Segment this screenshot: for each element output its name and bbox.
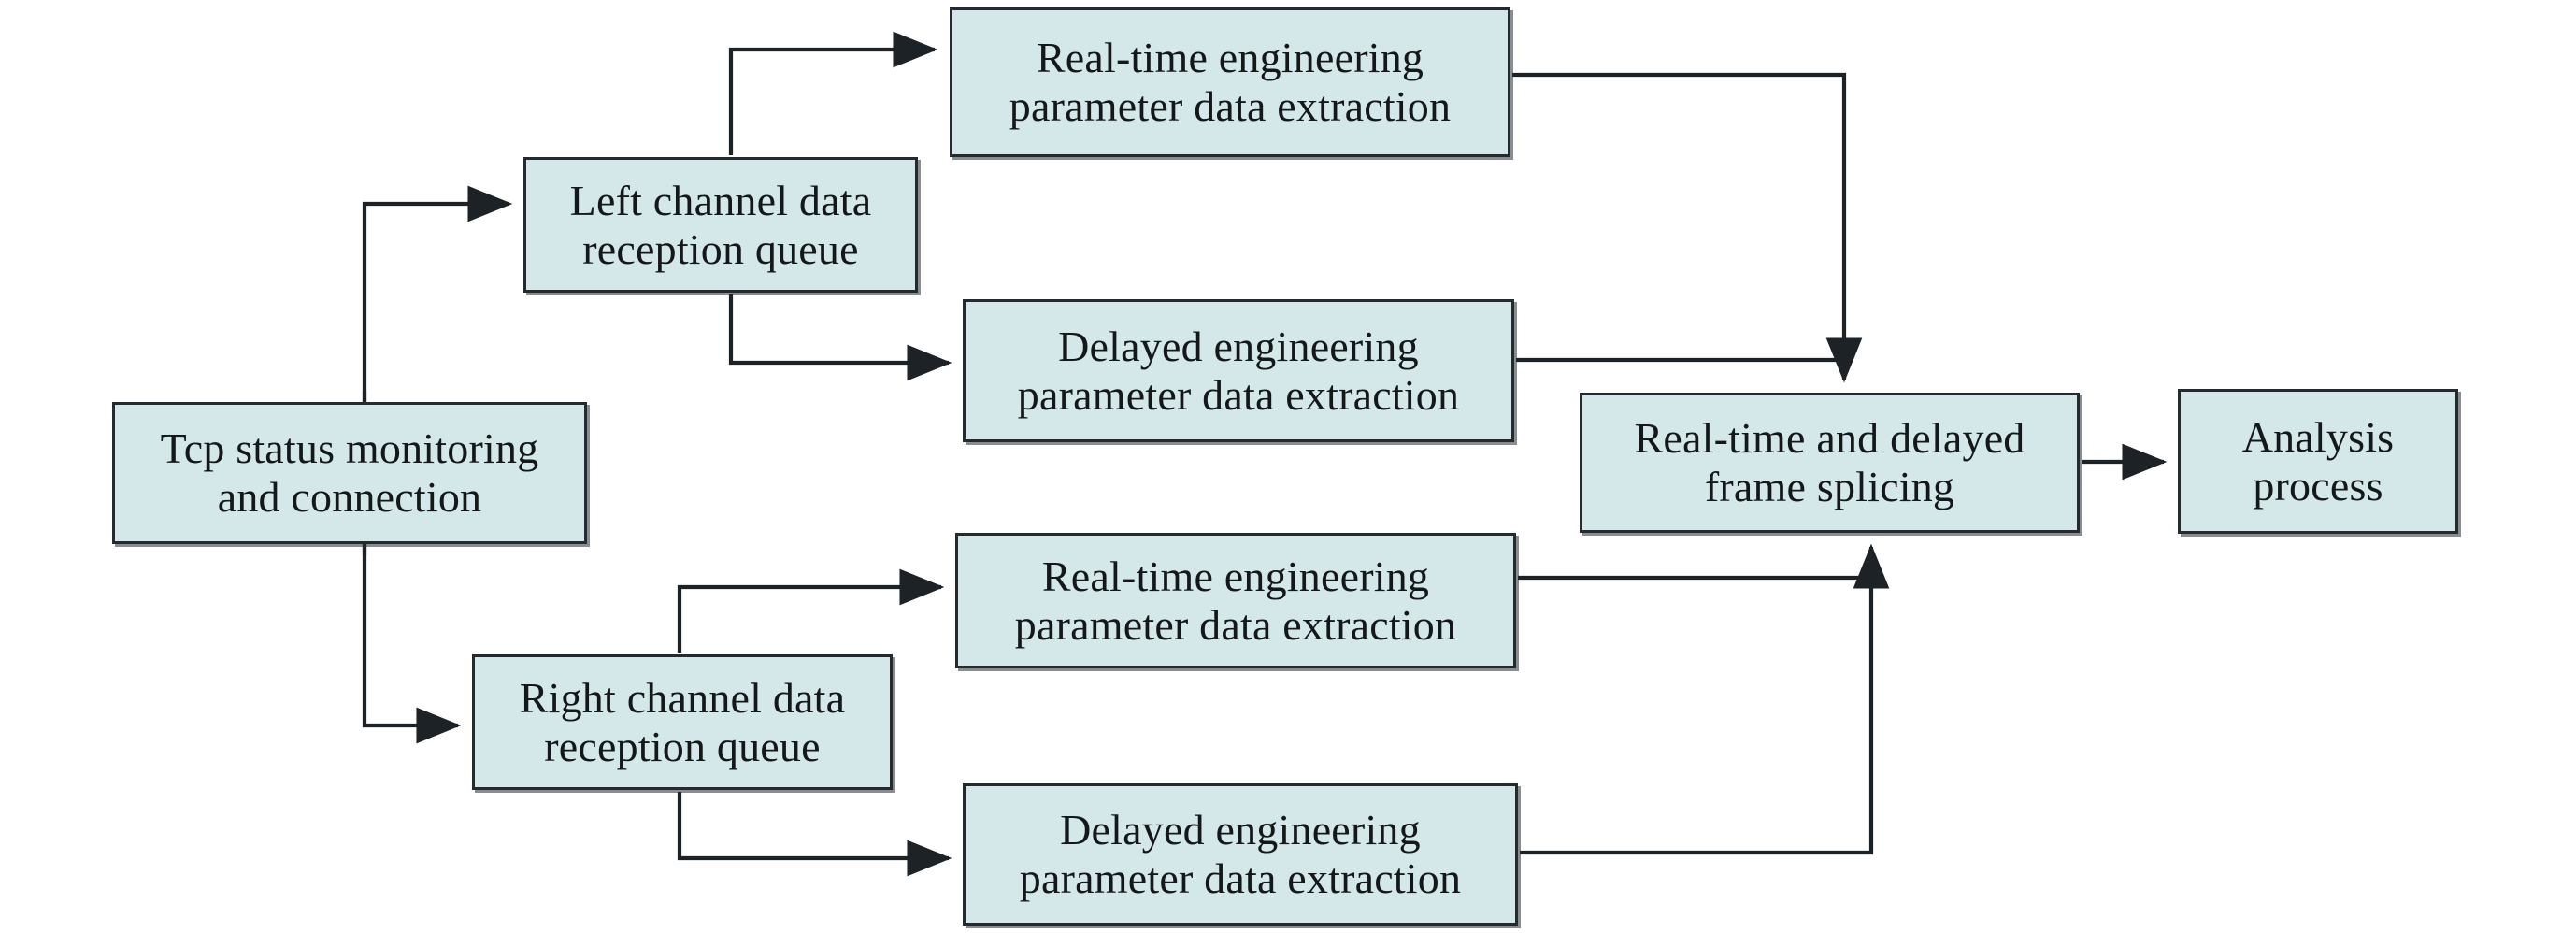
- node-left-realtime-extraction[interactable]: Real-time engineering parameter data ext…: [950, 7, 1510, 157]
- edge-tcp-to-right-queue: [362, 542, 462, 744]
- edge-right-queue-to-delayed: [677, 792, 952, 877]
- node-left-channel-queue[interactable]: Left channel data reception queue: [523, 157, 918, 293]
- edge-right-realtime-to-splicing: [1518, 543, 1890, 589]
- node-right-delayed-extraction-label: Delayed engineering parameter data extra…: [1019, 806, 1462, 902]
- node-right-realtime-extraction-label: Real-time engineering parameter data ext…: [1014, 552, 1457, 649]
- edge-tcp-to-left-queue: [362, 185, 513, 404]
- node-tcp-status-label: Tcp status monitoring and connection: [160, 424, 539, 521]
- edge-left-queue-to-delayed: [728, 294, 952, 381]
- node-analysis-process[interactable]: Analysis process: [2178, 389, 2458, 534]
- node-right-channel-queue-label: Right channel data reception queue: [519, 673, 846, 770]
- edge-left-realtime-to-splicing: [1512, 72, 1863, 383]
- node-left-channel-queue-label: Left channel data reception queue: [569, 176, 872, 273]
- edge-left-queue-to-realtime: [728, 31, 938, 155]
- edge-right-queue-to-realtime: [677, 568, 945, 653]
- node-left-realtime-extraction-label: Real-time engineering parameter data ext…: [1009, 34, 1452, 130]
- node-right-channel-queue[interactable]: Right channel data reception queue: [472, 654, 893, 790]
- node-right-delayed-extraction[interactable]: Delayed engineering parameter data extra…: [963, 783, 1518, 926]
- node-analysis-process-label: Analysis process: [2241, 412, 2395, 510]
- edge-right-delayed-to-splicing: [1520, 578, 1874, 855]
- node-frame-splicing[interactable]: Real-time and delayed frame splicing: [1580, 393, 2080, 533]
- node-tcp-status[interactable]: Tcp status monitoring and connection: [112, 402, 587, 544]
- node-left-delayed-extraction[interactable]: Delayed engineering parameter data extra…: [963, 299, 1514, 442]
- node-left-delayed-extraction-label: Delayed engineering parameter data extra…: [1017, 322, 1460, 419]
- node-frame-splicing-label: Real-time and delayed frame splicing: [1634, 414, 2025, 510]
- node-right-realtime-extraction[interactable]: Real-time engineering parameter data ext…: [955, 533, 1516, 668]
